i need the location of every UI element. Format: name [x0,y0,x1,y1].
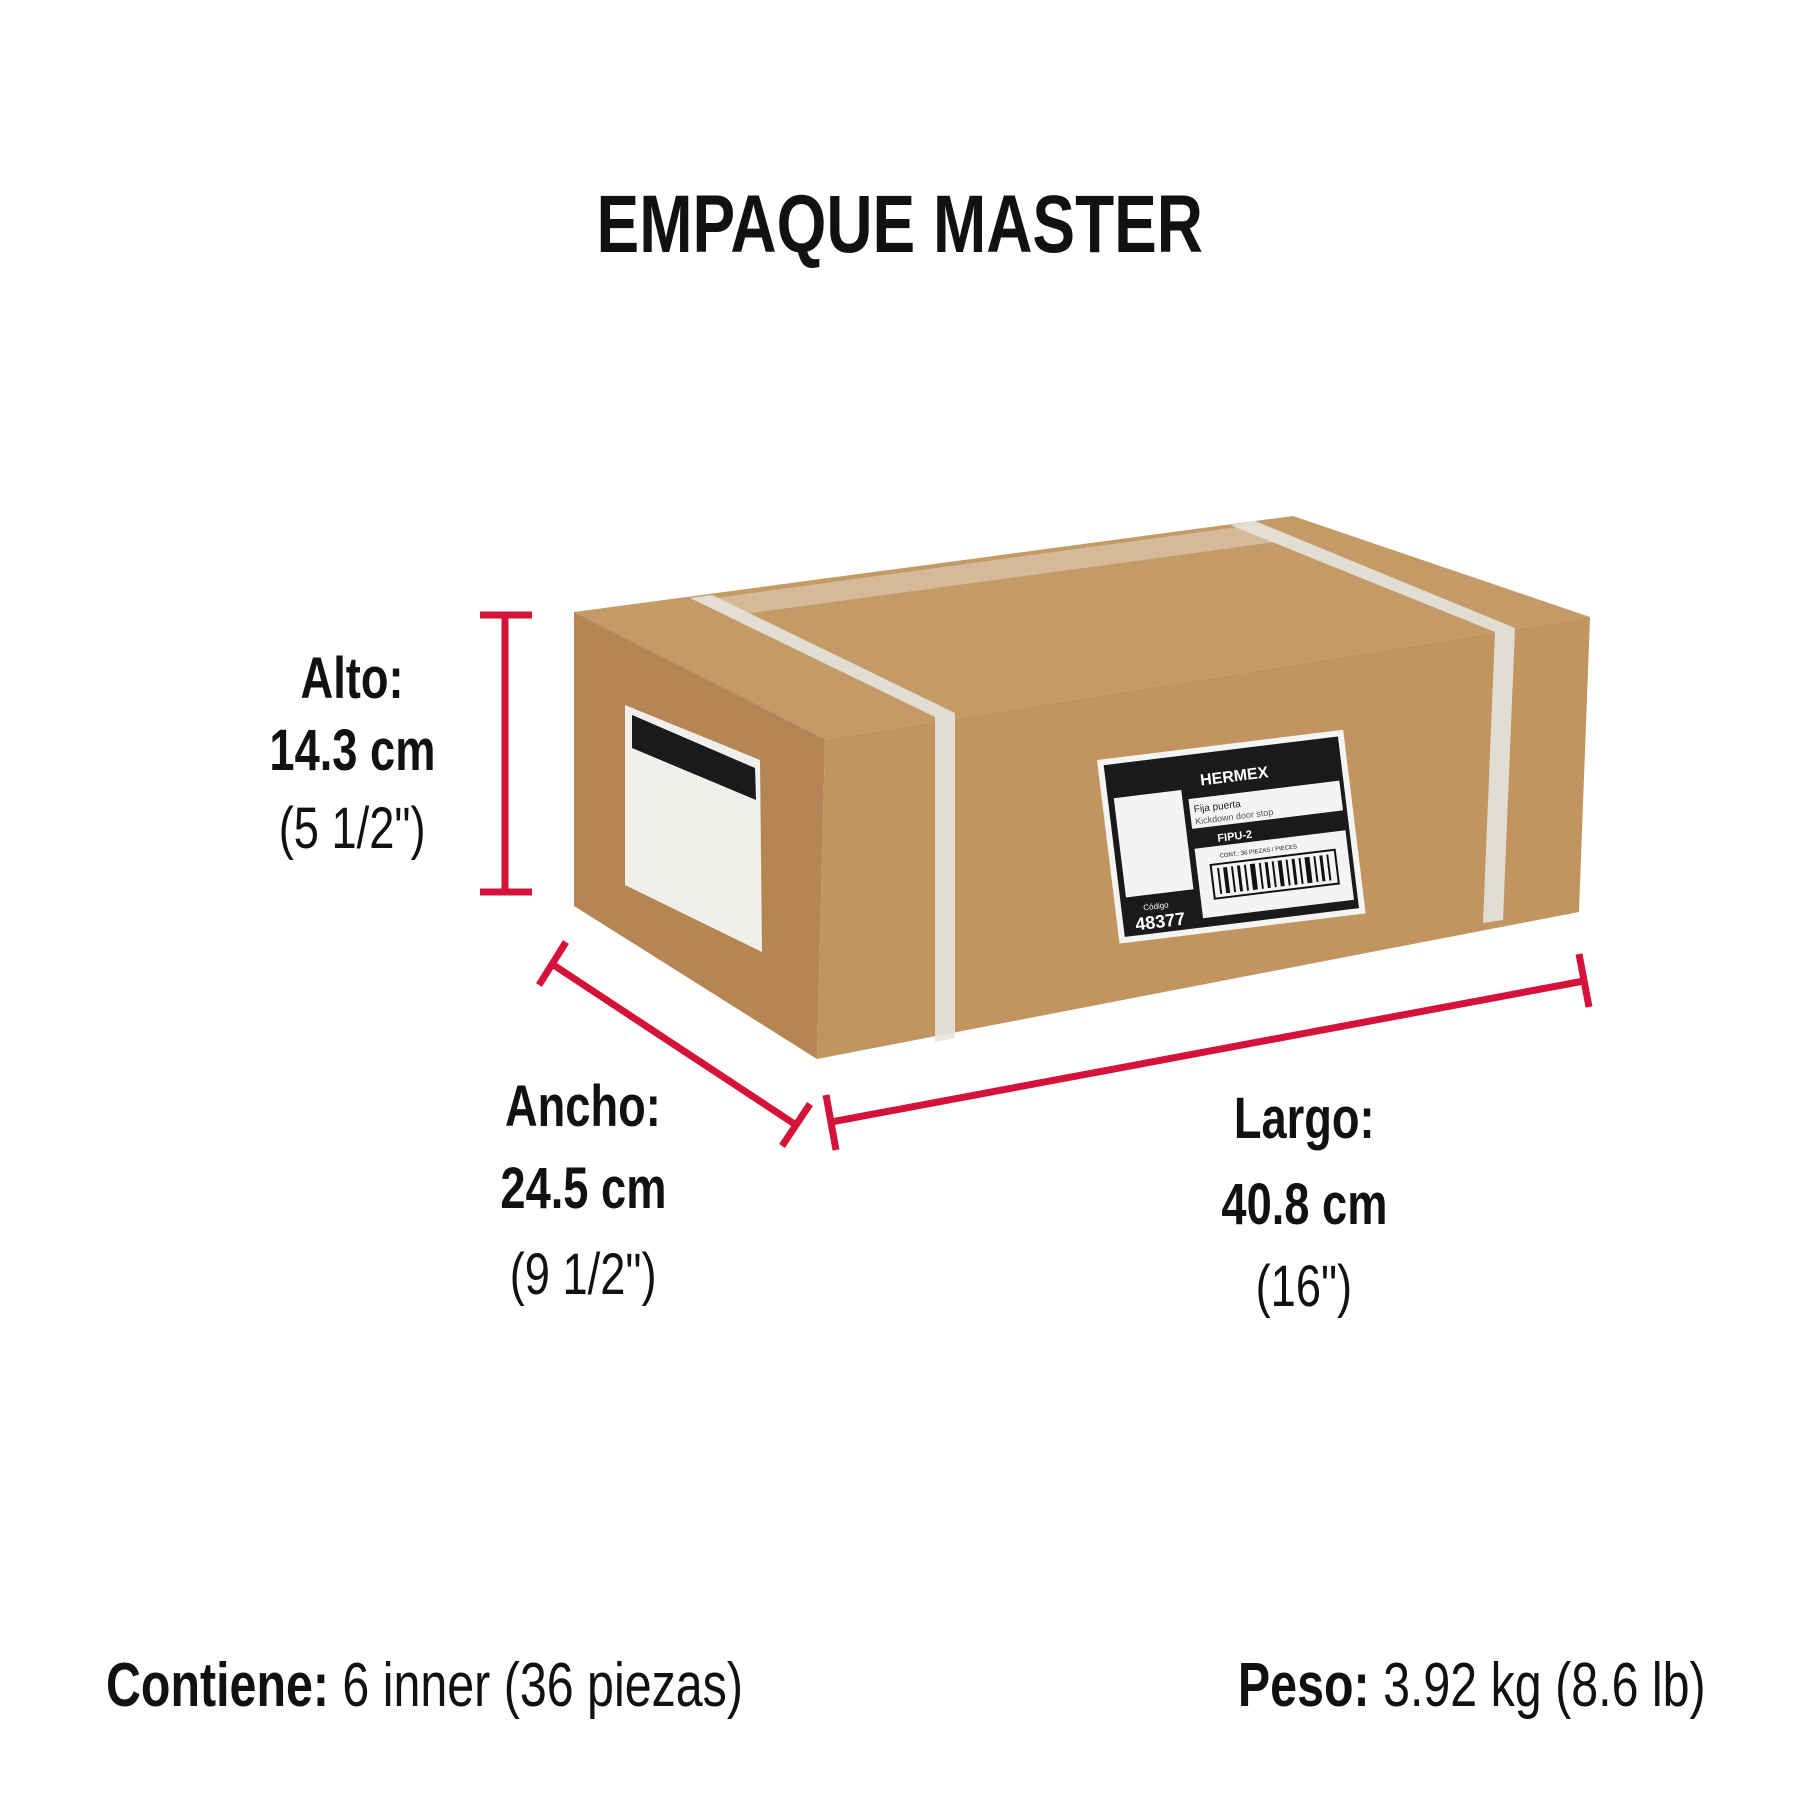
box-top-face [574,516,1590,739]
contents-info: Contiene: 6 inner (36 piezas) [106,1650,923,1721]
strap [1230,521,1515,632]
largo-cap-end [1575,953,1593,1008]
ancho-cap-end [779,1102,813,1148]
strap [1483,628,1515,923]
alto-imperial: (5 1/2") [278,796,426,861]
alto-metric: 14.3 cm [268,718,435,783]
ancho-metric: 24.5 cm [499,1156,666,1221]
weight-info: Peso: 3.92 kg (8.6 lb) [1106,1650,1706,1721]
title-text: EMPAQUE MASTER [596,179,1204,270]
alto-label: Alto: [300,646,404,711]
strap [690,595,955,717]
contents-text: Contiene: 6 inner (36 piezas) [106,1650,743,1721]
product-label: HERMEX Fija puerta Kickdown door stop FI… [1097,729,1366,944]
side-label-band [632,715,756,800]
ancho-line [550,961,798,1128]
tape [700,524,1290,616]
largo-metric: 40.8 cm [1220,1172,1387,1237]
alto-dimension: Alto: 14.3 cm (5 1/2") [152,650,552,858]
largo-cap-start [822,1094,840,1151]
contiene-value: 6 inner (36 piezas) [342,1651,743,1720]
ancho-label: Ancho: [505,1074,661,1139]
largo-label: Largo: [1233,1086,1375,1151]
strap [935,713,955,1042]
dimension-lines [480,611,1593,1151]
weight-text: Peso: 3.92 kg (8.6 lb) [1238,1650,1706,1721]
label-codigo-caption: Código [1143,900,1170,912]
peso-value: 3.92 kg (8.6 lb) [1383,1651,1706,1720]
ancho-imperial: (9 1/2") [509,1242,657,1307]
page-title: EMPAQUE MASTER [0,178,1800,272]
largo-line [830,977,1585,1126]
label-clave: FIPU-2 [1217,829,1253,845]
barcode [1209,848,1340,900]
largo-dimension: Largo: 40.8 cm (16") [1104,1090,1504,1316]
ancho-dimension: Ancho: 24.5 cm (9 1/2") [383,1078,783,1304]
largo-imperial: (16") [1255,1254,1353,1319]
ancho-cap-start [536,940,569,987]
contiene-label: Contiene: [106,1651,329,1720]
peso-label: Peso: [1238,1651,1370,1720]
